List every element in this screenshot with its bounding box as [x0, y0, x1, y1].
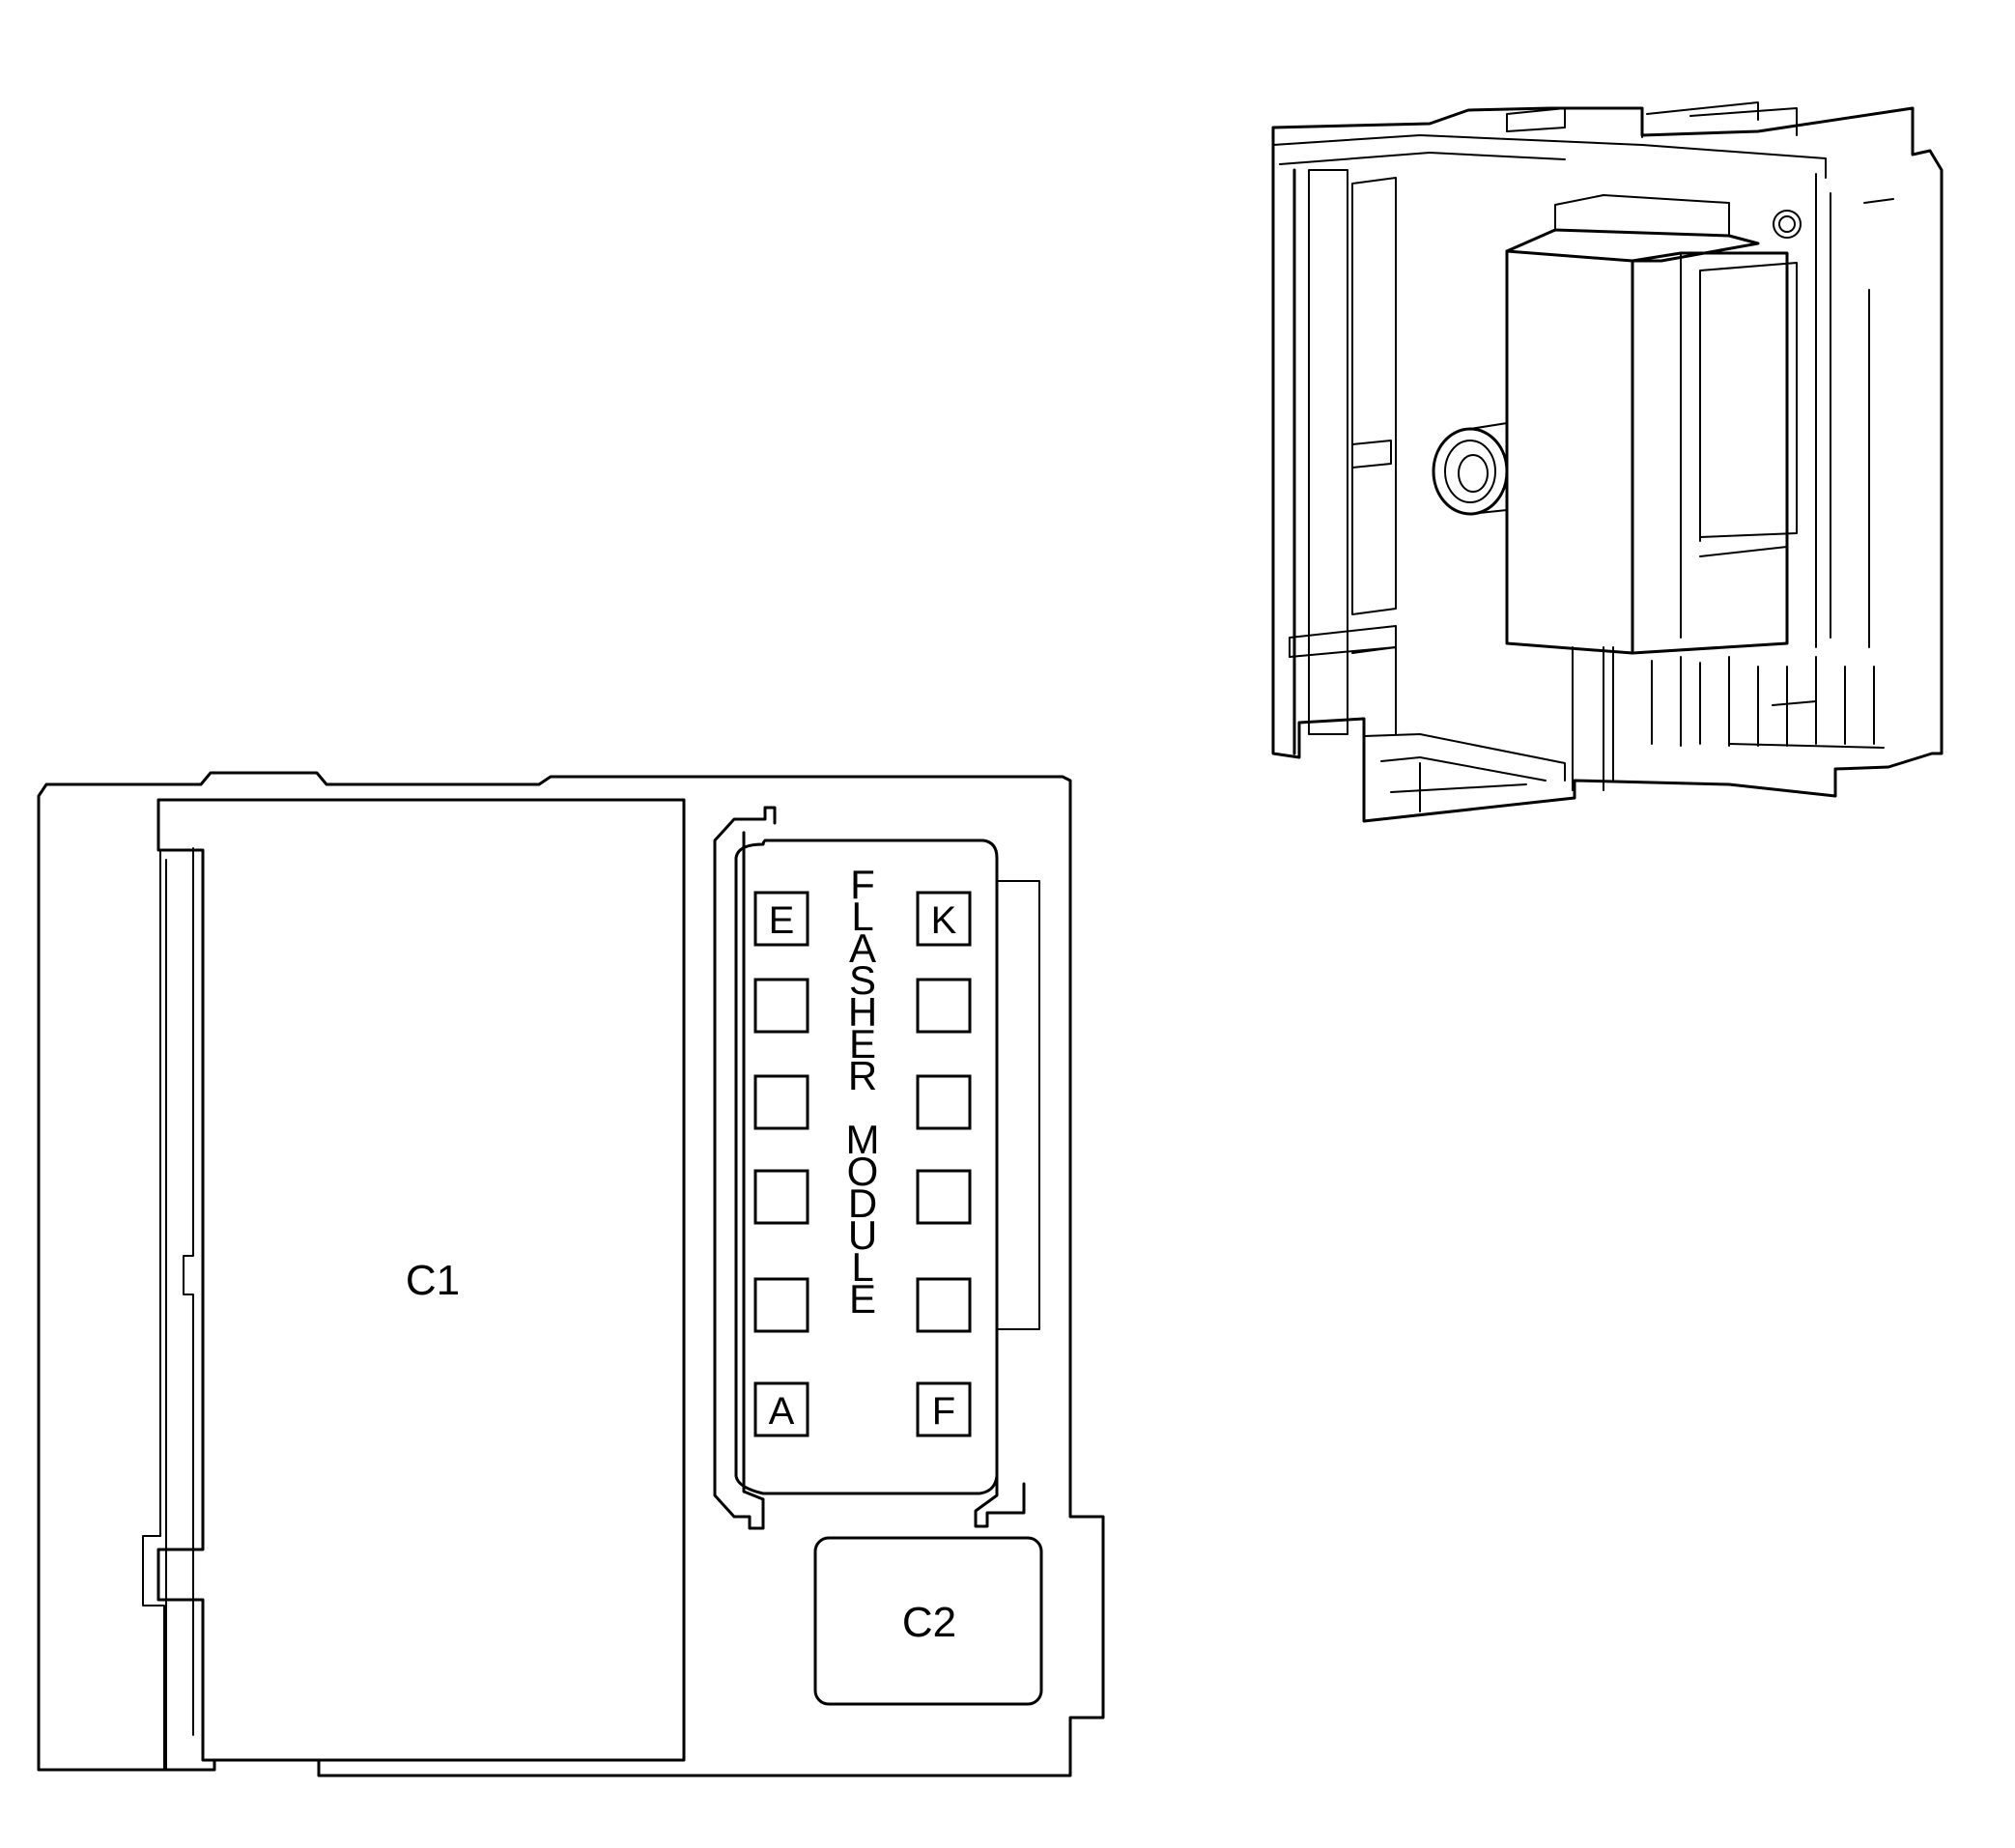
pin-left-3 — [753, 1074, 809, 1130]
pin-right-2 — [916, 978, 972, 1034]
pin-column-left: E A — [753, 891, 809, 1437]
pin-right-5 — [916, 1277, 972, 1333]
flasher-module-housing-illustration — [1271, 101, 1944, 823]
pin-k-label: K — [931, 899, 957, 942]
connector-c2: C2 — [813, 1536, 1043, 1706]
connector-c1: C1 — [406, 1257, 460, 1304]
pin-a — [753, 1381, 809, 1437]
module-label-letter: F — [850, 862, 875, 907]
module-label-letter: M — [846, 1117, 880, 1162]
connector-c2-label: C2 — [902, 1599, 956, 1646]
module-label-letter: O — [847, 1149, 879, 1194]
pin-column-right: K F — [916, 891, 972, 1437]
pin-right-4 — [916, 1169, 972, 1225]
pin-k — [916, 891, 972, 947]
module-label-letter: E — [849, 1021, 876, 1066]
pin-e — [753, 891, 809, 947]
pin-left-2 — [753, 978, 809, 1034]
pin-e-label: E — [769, 899, 795, 942]
module-label-letter: L — [851, 894, 873, 939]
module-label-letter: U — [848, 1212, 877, 1258]
module-label-letter: S — [849, 957, 876, 1003]
pin-f-label: F — [932, 1390, 955, 1433]
module-label-letter: A — [849, 925, 876, 971]
pin-a-label: A — [769, 1390, 795, 1433]
module-label-letter: D — [848, 1180, 877, 1226]
pin-left-5 — [753, 1277, 809, 1333]
module-label-letter: E — [849, 1276, 876, 1322]
connector-c1-label: C1 — [406, 1257, 460, 1304]
pin-left-4 — [753, 1169, 809, 1225]
fuse-block-outline — [37, 771, 1105, 1777]
module-label-letter: L — [851, 1244, 873, 1290]
module-label-letter: R — [848, 1053, 877, 1098]
pin-f — [916, 1381, 972, 1437]
module-label-letter: H — [848, 989, 877, 1035]
pin-right-3 — [916, 1074, 972, 1130]
